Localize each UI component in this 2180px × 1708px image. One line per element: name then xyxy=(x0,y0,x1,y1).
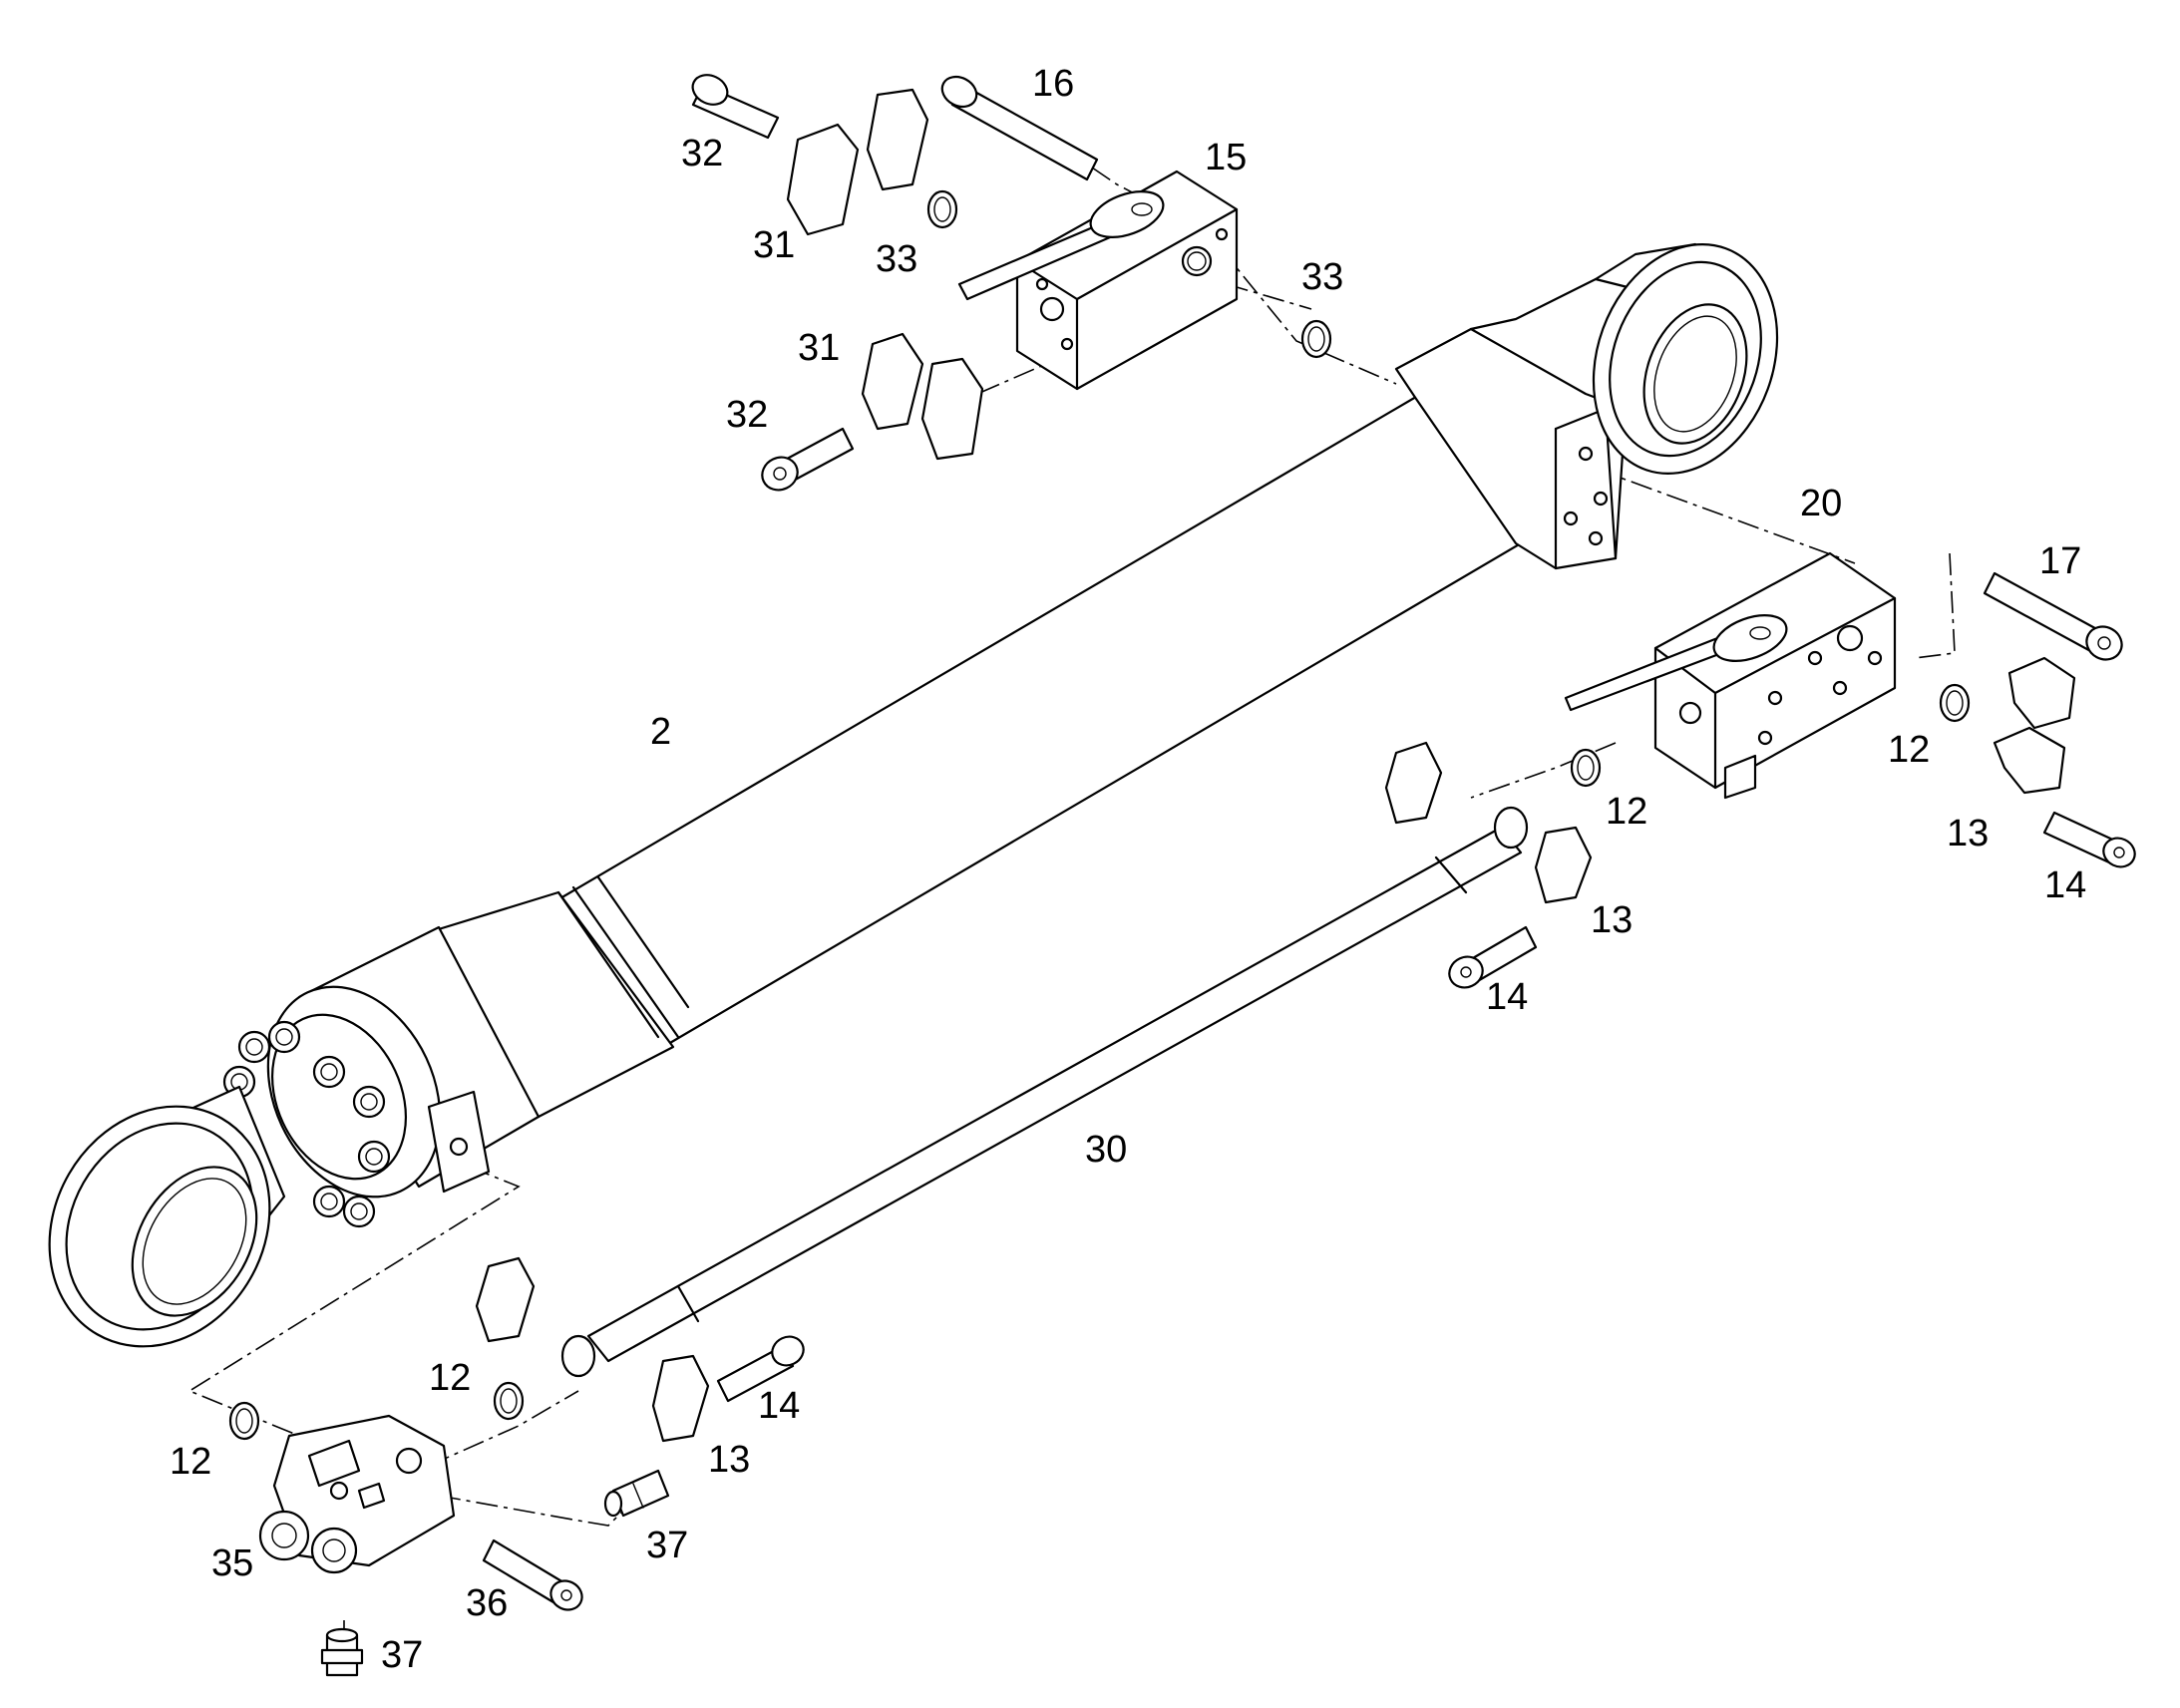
callout-31: 31 xyxy=(753,224,795,266)
bolt-16 xyxy=(940,75,1099,181)
bolt-14-mid xyxy=(1448,925,1538,989)
callout-12: 12 xyxy=(429,1357,471,1399)
callout-2: 2 xyxy=(650,711,671,753)
fitting-37-right xyxy=(603,1469,670,1518)
callout-35: 35 xyxy=(211,1542,253,1584)
callout-31: 31 xyxy=(798,327,840,369)
callout-36: 36 xyxy=(466,1582,508,1624)
callout-13: 13 xyxy=(708,1439,750,1481)
callout-12: 12 xyxy=(1606,791,1647,833)
callout-13: 13 xyxy=(1591,899,1633,941)
callout-20: 20 xyxy=(1800,483,1842,524)
callout-14: 14 xyxy=(1486,976,1528,1018)
bolt-14-right xyxy=(2042,811,2136,868)
callout-16: 16 xyxy=(1032,63,1074,105)
callout-33: 33 xyxy=(1301,256,1343,298)
callout-14: 14 xyxy=(758,1385,800,1427)
callout-33: 33 xyxy=(876,238,917,280)
right-valve-block xyxy=(1564,551,1897,800)
bolt-36 xyxy=(482,1538,583,1611)
fitting-37-bottom xyxy=(320,1627,364,1677)
callout-12: 12 xyxy=(1888,729,1930,771)
callout-17: 17 xyxy=(2039,540,2081,582)
callout-37: 37 xyxy=(646,1525,688,1566)
bolt-32-mid xyxy=(761,427,855,492)
callout-32: 32 xyxy=(681,133,723,174)
top-valve-block xyxy=(957,170,1239,391)
bolt-14-low xyxy=(716,1335,805,1403)
valve-35-assembly xyxy=(258,1414,456,1574)
hydraulic-cylinder-body xyxy=(48,242,1779,1348)
callout-12: 12 xyxy=(170,1441,211,1483)
bolt-32-top xyxy=(691,74,780,140)
callout-37: 37 xyxy=(381,1634,423,1676)
bolts xyxy=(482,74,2136,1611)
split-flange-halves xyxy=(475,88,2076,1443)
hydraulic-tube xyxy=(560,806,1529,1378)
callout-13: 13 xyxy=(1947,813,1989,854)
bolt-17 xyxy=(1983,571,2123,661)
o-rings xyxy=(228,189,1971,1441)
callout-32: 32 xyxy=(726,394,768,436)
callout-labels: 2 12 12 12 12 13 13 13 14 14 14 15 16 17… xyxy=(170,63,2086,1676)
callout-15: 15 xyxy=(1205,137,1247,178)
callout-14: 14 xyxy=(2044,864,2086,906)
callout-30: 30 xyxy=(1085,1129,1127,1171)
